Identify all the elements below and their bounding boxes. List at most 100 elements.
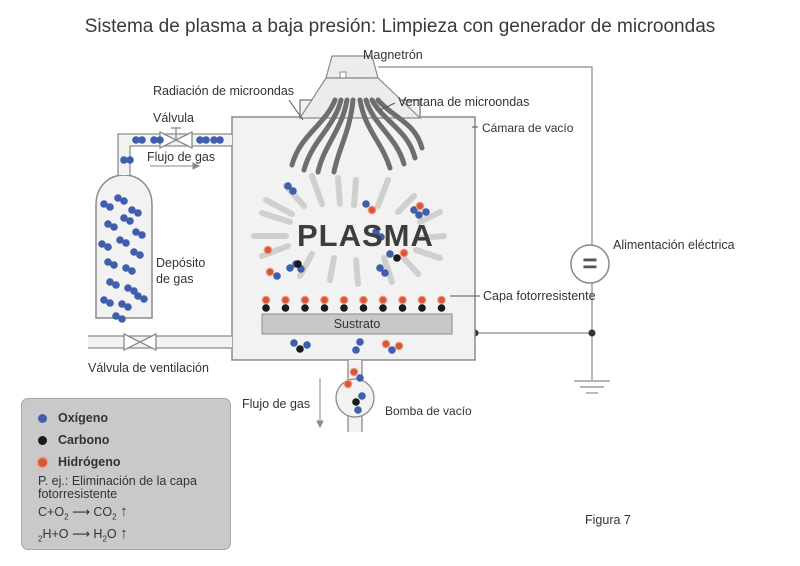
vacuum-pump (335, 378, 375, 418)
oxygen-atom (104, 220, 112, 228)
oxygen-atom (156, 136, 164, 144)
substrate (261, 313, 453, 335)
carbon-atom (320, 304, 329, 312)
hydrogen-atom (343, 379, 353, 389)
oxygen-atom (122, 239, 130, 247)
leader-lines (288, 99, 480, 297)
gas-feed-pipe (117, 133, 232, 175)
eq1-part: C+O (38, 505, 65, 519)
oxygen-atom (202, 136, 210, 144)
carbon-dot (38, 436, 47, 445)
label-vacuum-chamber: Cámara de vacío (482, 121, 574, 135)
hydrogen-atom (399, 248, 409, 258)
hydrogen-atom (437, 295, 446, 305)
label-vent-valve: Válvula de ventilación (88, 361, 209, 375)
legend-equation-2: 2H+O ⟶ H2O ↑ (38, 525, 128, 544)
carbon-atom (296, 345, 304, 353)
oxygen-atom (286, 264, 294, 272)
reaction-arrow-icon: ⟶ (72, 527, 90, 541)
carbon-atom (340, 304, 348, 312)
power-wire (378, 66, 593, 245)
oxygen-atom (134, 209, 142, 217)
oxygen-atom (386, 250, 394, 258)
oxygen-atom (98, 240, 106, 248)
oxygen-atom (284, 182, 292, 190)
hydrogen-atom (349, 367, 359, 377)
eq1-sub: 2 (64, 512, 69, 522)
eq2-part: H (93, 527, 103, 541)
oxygen-atom (104, 243, 112, 251)
oxygen-atom (150, 136, 158, 144)
gas-flow-arrow-top (150, 162, 201, 170)
oxygen-atom (118, 315, 126, 323)
oxygen-atom (381, 269, 389, 277)
oxygen-atom (130, 248, 138, 256)
carbon-atom (418, 304, 426, 312)
hydrogen-atom (339, 295, 349, 305)
oxygen-atom (126, 156, 134, 164)
hydrogen-atom (415, 201, 425, 211)
power-supply (570, 244, 610, 284)
eq1-part: CO (93, 505, 113, 519)
oxygen-atom (132, 228, 140, 236)
reaction-arrow-icon: ⟶ (72, 505, 90, 519)
carbon-atom (379, 304, 387, 312)
legend: Oxígeno Carbono Hidrógeno P. ej.: Elimin… (21, 398, 231, 550)
oxygen-atom (110, 261, 118, 269)
hydrogen-atom (394, 341, 404, 351)
oxygen-atom (132, 136, 140, 144)
oxygen-atom (356, 338, 364, 346)
oxygen-atom (376, 264, 384, 272)
hydrogen-atom (320, 295, 329, 305)
oxygen-atom (354, 406, 362, 414)
oxygen-atom (106, 203, 114, 211)
oxygen-dot (38, 414, 47, 423)
oxygen-atom (136, 251, 144, 259)
oxygen-atom (100, 200, 108, 208)
oxygen-atom (422, 208, 430, 216)
figure-label: Figura 7 (585, 513, 631, 527)
oxygen-atom (126, 217, 134, 225)
label-photoresist: Capa fotorresistente (483, 289, 596, 303)
label-microwave-radiation: Radiación de microondas (153, 84, 295, 98)
oxygen-atom (110, 223, 118, 231)
oxygen-atom (410, 206, 418, 214)
gas-release-icon: ↑ (120, 525, 128, 542)
legend-carbon-label: Carbono (58, 433, 110, 447)
oxygen-atom (358, 392, 366, 400)
label-substrate: Sustrato (333, 317, 381, 331)
oxygen-atom (140, 295, 148, 303)
label-gas-flow-bottom: Flujo de gas (242, 397, 311, 411)
oxygen-atom (120, 197, 128, 205)
label-magnetron: Magnetrón (363, 48, 423, 62)
carbon-atom (398, 304, 407, 312)
carbon-atom (393, 254, 401, 262)
oxygen-atom (372, 228, 380, 236)
oxygen-atom (118, 300, 126, 308)
carbon-atom (437, 304, 446, 312)
oxygen-atom (303, 341, 311, 349)
hydrogen-atom (265, 267, 275, 277)
label-gas-tank-1: Depósito (156, 256, 206, 270)
hydrogen-atom (261, 295, 271, 305)
oxygen-atom (128, 267, 136, 275)
oxygen-atom (124, 284, 132, 292)
gas-release-icon: ↑ (120, 503, 128, 520)
eq2-sub: 2 (102, 534, 107, 544)
label-gas-tank-2: de gas (156, 272, 194, 286)
oxygen-atom (128, 206, 136, 214)
oxygen-atom (104, 258, 112, 266)
diagram-title: Sistema de plasma a baja presión: Limpie… (84, 16, 716, 37)
oxygen-atom (216, 136, 224, 144)
oxygen-atom (100, 296, 108, 304)
oxygen-atom (352, 346, 360, 354)
oxygen-atom (377, 233, 385, 241)
label-microwave-window: Ventana de microondas (398, 95, 530, 109)
oxygen-atom (415, 211, 423, 219)
oxygen-atom (290, 339, 298, 347)
oxygen-atom (124, 303, 132, 311)
oxygen-atom (289, 187, 297, 195)
hydrogen-atom (367, 205, 377, 215)
plasma-label: PLASMA (297, 218, 434, 253)
